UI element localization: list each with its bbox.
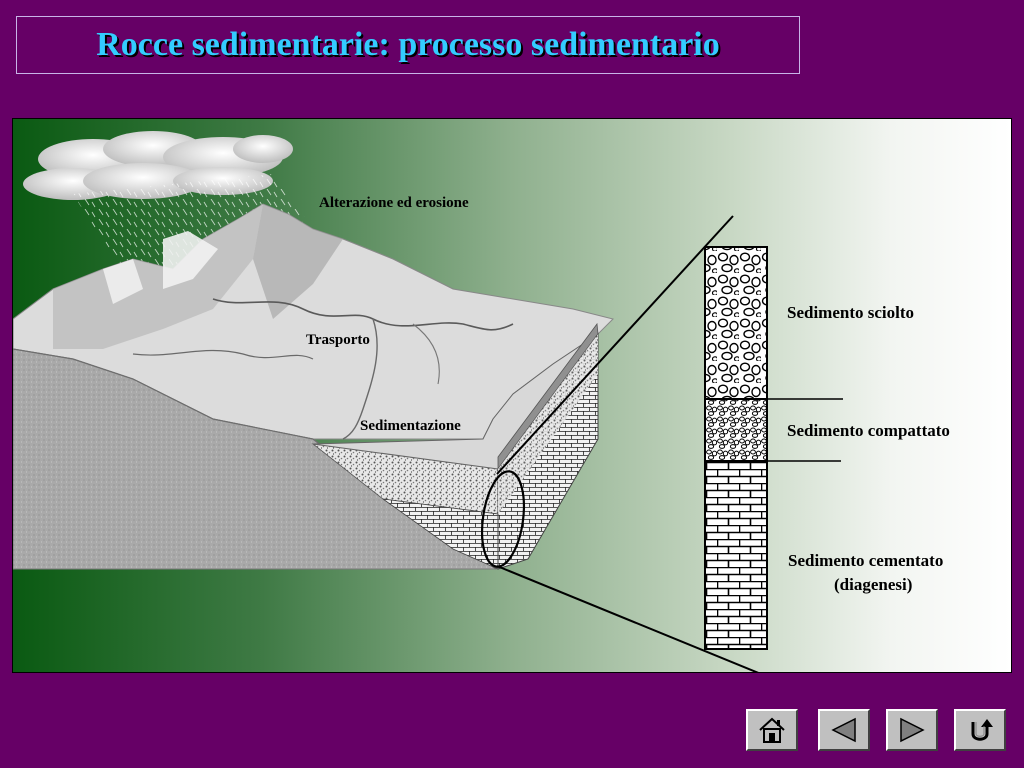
slide-title: Rocce sedimentarie: processo sedimentari… <box>96 26 720 63</box>
previous-button[interactable] <box>818 709 870 751</box>
diagram-illustration <box>13 131 843 672</box>
column-loose-sediment <box>704 246 768 400</box>
home-button[interactable] <box>746 709 798 751</box>
next-button[interactable] <box>886 709 938 751</box>
river-line <box>212 298 514 331</box>
column-cemented-sediment <box>704 460 768 650</box>
label-diagenesis: (diagenesi) <box>834 575 913 594</box>
label-loose-sediment: Sedimento sciolto <box>787 303 915 322</box>
sedimentary-diagram: Alterazione ed erosione Trasporto Sedime… <box>12 118 1012 673</box>
return-button[interactable] <box>954 709 1006 751</box>
return-u-arrow-icon <box>971 719 993 741</box>
label-compacted-sediment: Sedimento compattato <box>787 421 950 440</box>
zoom-line-bottom <box>496 565 759 672</box>
label-alteration: Alterazione ed erosione <box>319 195 469 211</box>
label-cemented-sediment: Sedimento cementato <box>788 551 944 570</box>
zoom-line-top <box>496 215 734 475</box>
home-icon <box>759 717 785 743</box>
column-compacted-sediment <box>704 398 768 462</box>
triangle-left-icon <box>831 717 856 743</box>
label-transport: Trasporto <box>306 332 370 348</box>
triangle-right-icon <box>900 717 925 743</box>
label-sedimentation: Sedimentazione <box>360 418 461 434</box>
zoom-ellipse <box>480 470 526 568</box>
title-box: Rocce sedimentarie: processo sedimentari… <box>16 16 800 74</box>
